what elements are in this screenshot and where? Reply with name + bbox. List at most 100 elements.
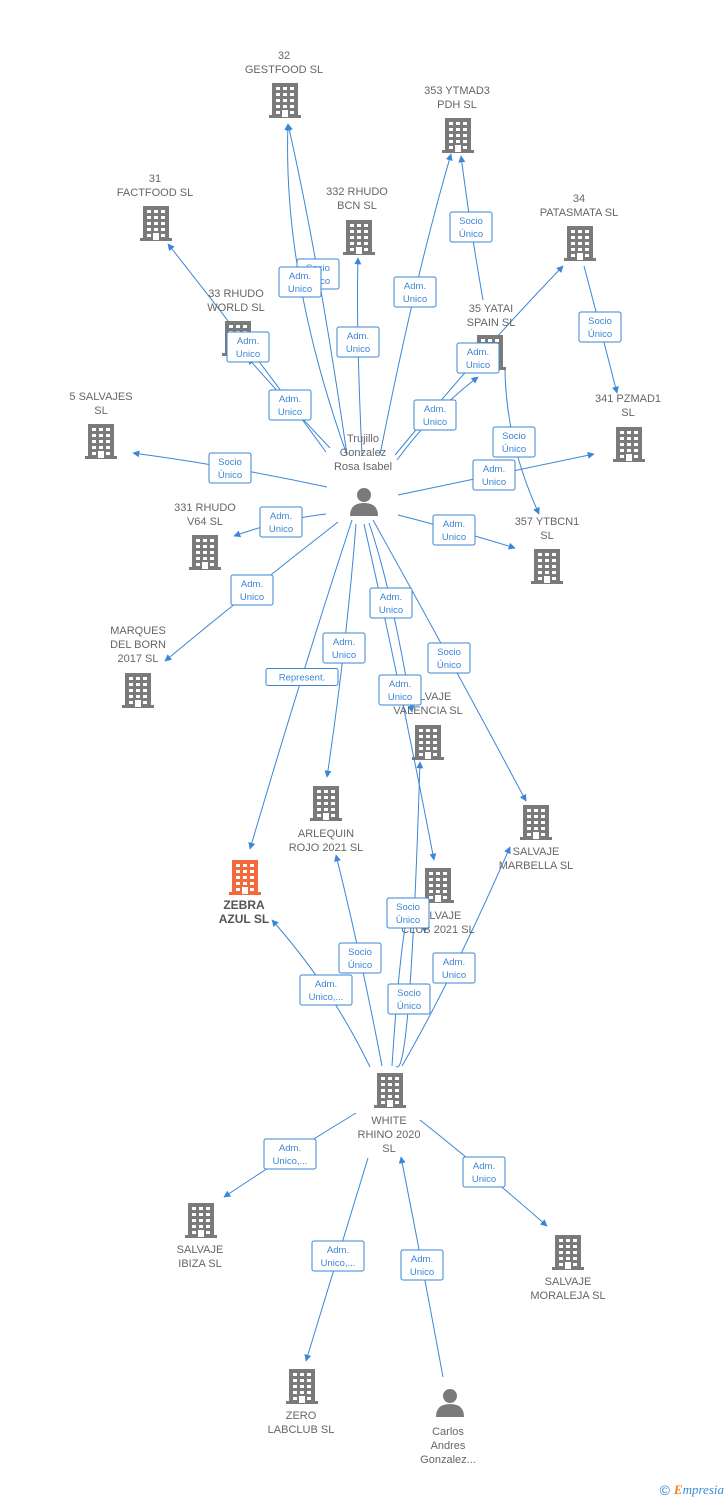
building-icon[interactable] xyxy=(286,1369,318,1404)
person-icon[interactable] xyxy=(436,1389,464,1417)
edge-label-box[interactable] xyxy=(338,942,382,974)
edge-label[interactable]: Adm.Unico xyxy=(413,399,457,431)
edge-label-box[interactable] xyxy=(386,897,430,929)
edge-label-box[interactable] xyxy=(278,266,322,298)
building-icon[interactable] xyxy=(374,1073,406,1108)
edge-label-box[interactable] xyxy=(462,1156,506,1188)
building-icon[interactable] xyxy=(343,220,375,255)
edge-label[interactable]: Adm.Unico xyxy=(226,331,270,363)
edge-label-box[interactable] xyxy=(226,331,270,363)
edge-label-box[interactable] xyxy=(378,674,422,706)
building-icon[interactable] xyxy=(140,206,172,241)
building-icon[interactable] xyxy=(189,535,221,570)
edge-label[interactable]: Adm.Unico xyxy=(462,1156,506,1188)
edge-label[interactable]: Adm.Unico xyxy=(259,506,303,538)
building-icon[interactable] xyxy=(422,868,454,903)
edge-label-box[interactable] xyxy=(393,276,437,308)
building-icon[interactable] xyxy=(520,805,552,840)
footer-brand[interactable]: © Empresia xyxy=(660,1482,724,1498)
edge-label[interactable]: Adm.Unico,... xyxy=(311,1240,365,1272)
edge-label[interactable]: Adm.Unico xyxy=(400,1249,444,1281)
edge-label-box[interactable] xyxy=(472,459,516,491)
edge-label-box[interactable] xyxy=(263,1138,317,1170)
building-icon[interactable] xyxy=(85,424,117,459)
building-icon[interactable] xyxy=(613,427,645,462)
edge-label[interactable]: Adm.Unico xyxy=(278,266,322,298)
edge-label[interactable]: Adm.Unico xyxy=(378,674,422,706)
building-icon[interactable] xyxy=(269,83,301,118)
building-icon[interactable] xyxy=(552,1235,584,1270)
edge-label-box[interactable] xyxy=(208,452,252,484)
edge-label[interactable]: Adm.Unico xyxy=(472,459,516,491)
edge-label-box[interactable] xyxy=(432,514,476,546)
edge-label-box[interactable] xyxy=(259,506,303,538)
edge-label[interactable]: Adm.Unico xyxy=(268,389,312,421)
edge-label-box[interactable] xyxy=(268,389,312,421)
building-icon[interactable] xyxy=(412,725,444,760)
edge-label[interactable]: Adm.Unico xyxy=(432,952,476,984)
edge-label[interactable]: Adm.Unico,... xyxy=(299,974,353,1006)
node-carlos[interactable]: CarlosAndresGonzalez... xyxy=(420,1389,476,1466)
edge-label-box[interactable] xyxy=(400,1249,444,1281)
edge-label-box[interactable] xyxy=(322,632,366,664)
edge-label[interactable]: Adm.Unico xyxy=(322,632,366,664)
building-icon[interactable] xyxy=(442,118,474,153)
edge-label[interactable]: Adm.Unico xyxy=(432,514,476,546)
edge-label[interactable]: Adm.Unico,... xyxy=(263,1138,317,1170)
edge-label-box[interactable] xyxy=(456,342,500,374)
edge-label-box[interactable] xyxy=(299,974,353,1006)
building-icon[interactable] xyxy=(229,860,261,895)
edge-label-box[interactable] xyxy=(336,326,380,358)
edge-label-box[interactable] xyxy=(449,211,493,243)
building-icon[interactable] xyxy=(564,226,596,261)
person-icon[interactable] xyxy=(350,488,378,516)
edge-label-box[interactable] xyxy=(230,574,274,606)
edge-label[interactable]: Adm.Unico xyxy=(369,587,413,619)
edge-label[interactable]: Adm.Unico xyxy=(336,326,380,358)
edge-label-box[interactable] xyxy=(427,642,471,674)
edge-label[interactable]: Adm.Unico xyxy=(393,276,437,308)
building-icon[interactable] xyxy=(310,786,342,821)
building-icon[interactable] xyxy=(185,1203,217,1238)
edge-label[interactable]: Adm.Unico xyxy=(456,342,500,374)
edge-label-box[interactable] xyxy=(369,587,413,619)
edge-label[interactable]: Represent. xyxy=(265,668,339,686)
edge-label-box[interactable] xyxy=(578,311,622,343)
edge-label-box[interactable] xyxy=(413,399,457,431)
edge-label-box[interactable] xyxy=(492,426,536,458)
edge-label-box[interactable] xyxy=(432,952,476,984)
edge-label-box[interactable] xyxy=(311,1240,365,1272)
edge-label-box[interactable] xyxy=(265,668,339,686)
edge-label-box[interactable] xyxy=(387,983,431,1015)
edge-label[interactable]: Adm.Unico xyxy=(230,574,274,606)
building-icon[interactable] xyxy=(122,673,154,708)
building-icon[interactable] xyxy=(531,549,563,584)
